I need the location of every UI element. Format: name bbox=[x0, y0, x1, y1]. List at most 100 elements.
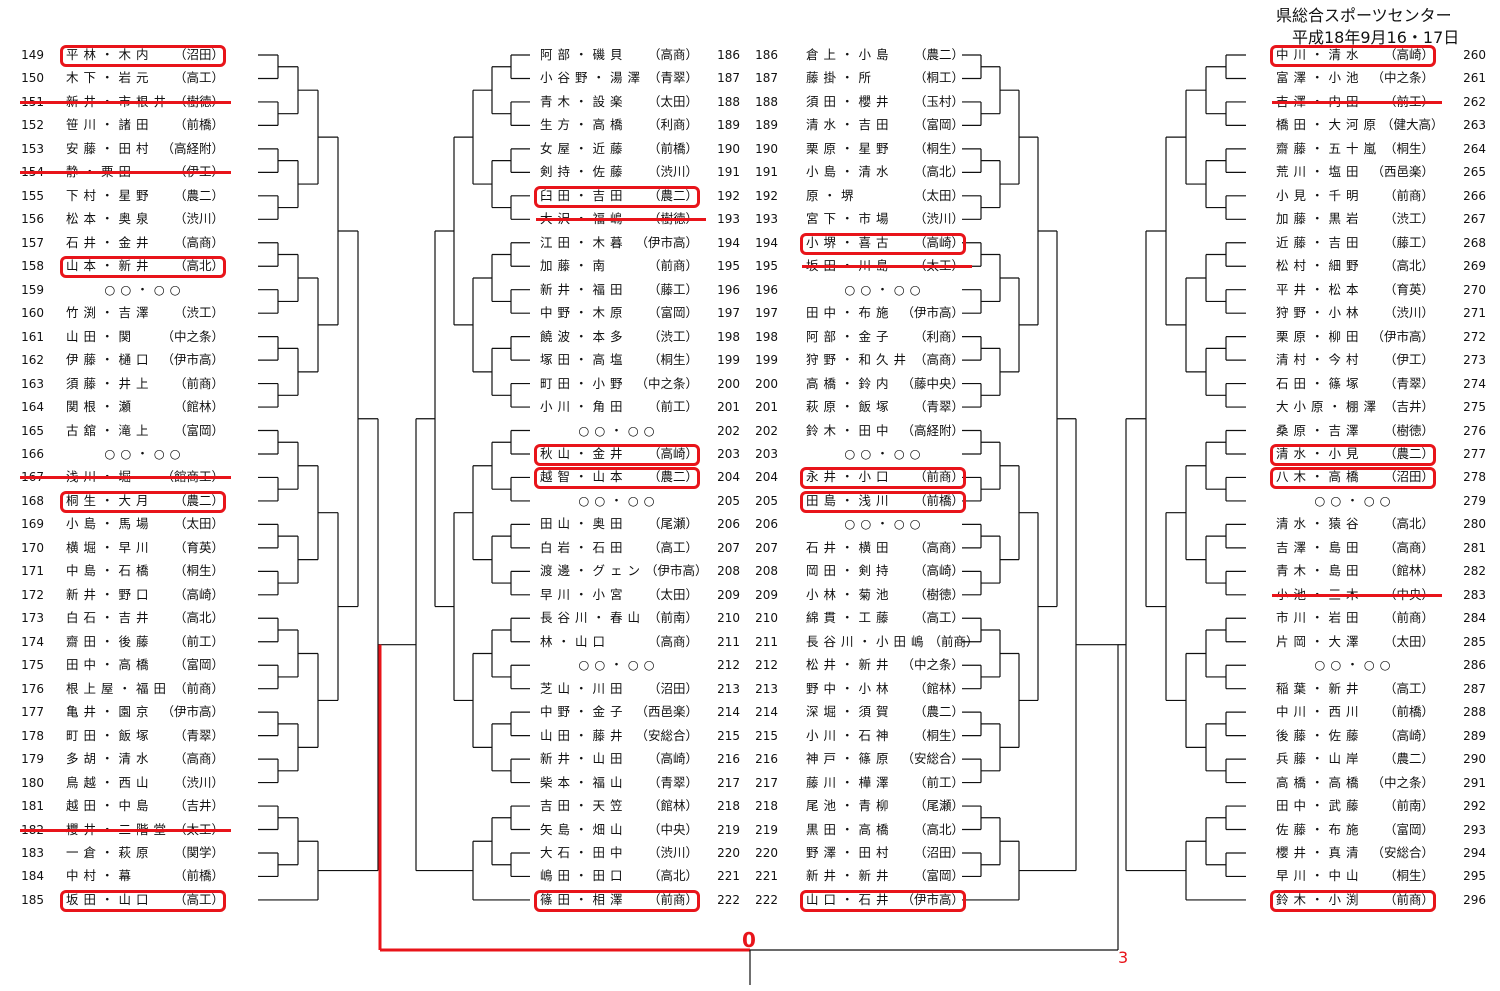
entry-number: 216 bbox=[755, 752, 778, 767]
school-name: 青翠 bbox=[660, 774, 686, 790]
school-wrap: （前商） bbox=[1383, 891, 1434, 907]
entry-pair: 倉上・小島（農二） bbox=[806, 44, 964, 66]
player-names: 中村・幕 bbox=[66, 868, 137, 884]
entry-number: 278 bbox=[1463, 470, 1486, 485]
player-names: 鳥越・西山 bbox=[66, 774, 154, 790]
school-name: 高北 bbox=[186, 258, 212, 274]
player-names: 岡田・剣持 bbox=[806, 563, 894, 579]
school-wrap: （吉井） bbox=[1383, 399, 1434, 415]
school-wrap: （高北） bbox=[913, 821, 964, 837]
school-wrap: （伊市高） bbox=[1371, 328, 1434, 344]
entry-pair: 須藤・井上（前商） bbox=[66, 373, 224, 395]
school-wrap: （藤中央） bbox=[901, 375, 964, 391]
school-name: 沼田 bbox=[1396, 469, 1422, 485]
school-name: 高崎 bbox=[1396, 47, 1422, 62]
school-wrap: （青翠） bbox=[647, 70, 698, 86]
school-wrap: （桐生） bbox=[173, 563, 224, 579]
school-wrap: （青翠） bbox=[1383, 375, 1434, 391]
school-wrap: （農二） bbox=[913, 704, 964, 720]
school-name: 樹徳 bbox=[926, 586, 952, 602]
entry-number: 162 bbox=[21, 353, 44, 368]
entry-number: 293 bbox=[1463, 822, 1486, 837]
entry-pair: ○○・○○ bbox=[540, 420, 698, 442]
school-name: 吉井 bbox=[1396, 399, 1422, 415]
entry-number: 158 bbox=[21, 259, 44, 274]
player-names: 中野・金子 bbox=[540, 704, 628, 720]
school-wrap: （高崎） bbox=[913, 563, 964, 579]
entry-pair: ○○・○○ bbox=[66, 443, 224, 465]
school-wrap: （中之条） bbox=[635, 375, 698, 391]
school-wrap: （青翠） bbox=[173, 727, 224, 743]
entry-number: 189 bbox=[717, 118, 740, 133]
player-names: ○○・○○ bbox=[578, 492, 660, 508]
school-name: 伊市高 bbox=[657, 563, 696, 579]
entry-pair: 田中・布施（伊市高） bbox=[806, 302, 964, 324]
school-name: 桐生 bbox=[1396, 140, 1422, 156]
school-wrap: （中之条） bbox=[1371, 70, 1434, 86]
entry-number: 194 bbox=[755, 235, 778, 250]
player-names: 鈴木・田中 bbox=[806, 422, 894, 438]
entry-pair: 伊藤・樋口（伊市高） bbox=[66, 349, 224, 371]
player-names: 越田・中島 bbox=[66, 798, 154, 814]
school-wrap: （関学） bbox=[173, 844, 224, 860]
school-name: 高工 bbox=[186, 70, 212, 86]
player-names: 竹渕・吉澤 bbox=[66, 305, 154, 321]
winner-circle-mark bbox=[534, 443, 700, 466]
player-names: ○○・○○ bbox=[844, 445, 926, 461]
school-name: 青翠 bbox=[926, 399, 952, 415]
entry-number: 149 bbox=[21, 48, 44, 62]
player-names: 須藤・井上 bbox=[66, 375, 154, 391]
entry-pair: 柴本・福山（青翠） bbox=[540, 772, 698, 794]
tournament-date: 平成18年9月16・17日 bbox=[1292, 28, 1460, 47]
school-wrap: （前橋） bbox=[173, 117, 224, 133]
player-names: 平林・木内 bbox=[66, 47, 154, 62]
entry-number: 193 bbox=[755, 212, 778, 227]
school-name: 育英 bbox=[1396, 281, 1422, 297]
player-names: 阿部・磯貝 bbox=[540, 47, 628, 62]
school-wrap: （太田） bbox=[647, 93, 698, 109]
player-names: 嶋田・田口 bbox=[540, 868, 628, 884]
player-names: 松本・奥泉 bbox=[66, 211, 154, 227]
entry-pair: 臼田・吉田（農二） bbox=[540, 185, 698, 207]
winner-circle-mark bbox=[800, 232, 966, 255]
school-wrap: （安総合） bbox=[1371, 844, 1434, 860]
entry-number: 222 bbox=[717, 892, 740, 907]
entry-number: 283 bbox=[1463, 587, 1486, 602]
school-name: 高北 bbox=[926, 821, 952, 837]
school-name: 安総合 bbox=[647, 727, 686, 743]
school-wrap: （西邑楽） bbox=[635, 704, 698, 720]
player-names: 齋田・後藤 bbox=[66, 633, 154, 649]
entry-pair: 嶋田・田口（高北） bbox=[540, 865, 698, 887]
school-wrap: （高北） bbox=[173, 610, 224, 626]
player-names: 小見・千明 bbox=[1276, 187, 1364, 203]
player-names: 山本・新井 bbox=[66, 258, 154, 274]
entry-pair: 木下・岩元（高工） bbox=[66, 67, 224, 89]
school-name: 富岡 bbox=[926, 868, 952, 884]
school-wrap: （高商） bbox=[173, 751, 224, 767]
entry-pair: 白岩・石田（高工） bbox=[540, 537, 698, 559]
school-wrap: （富岡） bbox=[647, 305, 698, 321]
entry-number: 260 bbox=[1463, 48, 1486, 62]
entry-pair: 長谷川・春山（前南） bbox=[540, 607, 698, 629]
player-names: 神戸・篠原 bbox=[806, 751, 894, 767]
entry-number: 170 bbox=[21, 540, 44, 555]
player-names: 黒田・高橋 bbox=[806, 821, 894, 837]
player-names: 越智・山本 bbox=[540, 469, 628, 485]
school-name: 渋川 bbox=[660, 844, 686, 860]
entry-pair: 長谷川・小田嶋（前商） bbox=[806, 631, 979, 653]
entry-number: 217 bbox=[755, 775, 778, 790]
player-names: 林・山口 bbox=[540, 633, 611, 649]
winner-circle-mark bbox=[60, 256, 226, 279]
entry-number: 164 bbox=[21, 400, 44, 415]
entry-pair: 小川・石神（桐生） bbox=[806, 725, 964, 747]
player-names: 大石・田中 bbox=[540, 844, 628, 860]
player-names: 桐生・大月 bbox=[66, 492, 154, 508]
entry-number: 207 bbox=[755, 540, 778, 555]
entry-pair: 生方・高橋（利商） bbox=[540, 114, 698, 136]
player-names: 田中・武藤 bbox=[1276, 798, 1364, 814]
entry-number: 284 bbox=[1463, 611, 1486, 626]
entry-number: 262 bbox=[1463, 94, 1486, 109]
entry-pair: 高橋・高橋（中之条） bbox=[1276, 772, 1434, 794]
entry-number: 261 bbox=[1463, 71, 1486, 86]
school-wrap: （西邑楽） bbox=[1371, 164, 1434, 180]
